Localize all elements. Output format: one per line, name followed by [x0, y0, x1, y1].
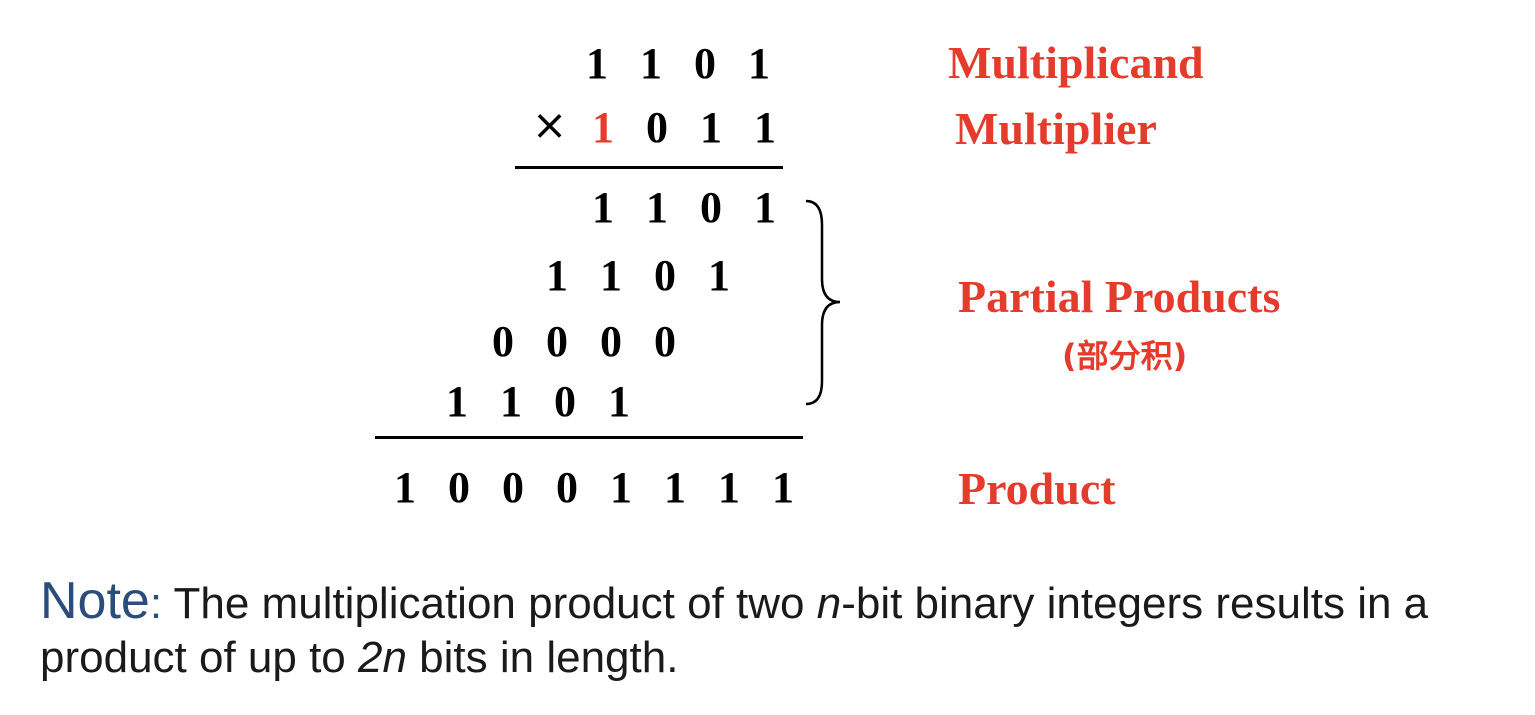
- product-digit: 1: [772, 463, 794, 512]
- partial-digit: 0: [492, 317, 514, 366]
- product-digit: 1: [718, 463, 740, 512]
- partial-digit: 1: [646, 183, 668, 232]
- product-digit: 1: [394, 463, 416, 512]
- partial-digit: 0: [546, 317, 568, 366]
- note-text: The multiplication product of two: [162, 579, 817, 628]
- partial-digit: 0: [600, 317, 622, 366]
- multiplicand-digit: 1: [748, 39, 770, 88]
- bottom-rule: [375, 436, 803, 439]
- partial-digit: 0: [654, 317, 676, 366]
- multiplier-digit-highlight: 1: [592, 103, 614, 152]
- partial-digit: 0: [700, 183, 722, 232]
- product-label: Product: [958, 463, 1116, 514]
- partial-products-label: Partial Products: [958, 271, 1281, 322]
- multiplicand-digit: 1: [640, 39, 662, 88]
- note-text: bits in length.: [406, 633, 679, 683]
- note-text: -bit binary integers results in a produc…: [40, 579, 1429, 683]
- multiplicand-digit: 1: [586, 39, 608, 88]
- partial-digit: 1: [546, 251, 568, 300]
- product-digit: 0: [502, 463, 524, 512]
- multiplier-digit: 1: [754, 103, 776, 152]
- product-digit: 1: [610, 463, 632, 512]
- multiplicand-label: Multiplicand: [948, 37, 1204, 88]
- right-brace-icon: [805, 199, 841, 406]
- partial-digit: 1: [600, 251, 622, 300]
- times-operator: ×: [532, 100, 568, 149]
- partial-digit: 0: [554, 377, 576, 426]
- note-2n: 2n: [358, 633, 407, 683]
- partial-digit: 1: [608, 377, 630, 426]
- multiplier-digit: 0: [646, 103, 668, 152]
- multiplier-label: Multiplier: [955, 103, 1157, 154]
- partial-digit: 1: [708, 251, 730, 300]
- multiplier-digit: 1: [700, 103, 722, 152]
- product-digit: 0: [556, 463, 578, 512]
- top-rule: [515, 166, 783, 169]
- note-colon: :: [149, 579, 163, 628]
- note-paragraph: Note: The multiplication product of two …: [40, 570, 1530, 685]
- product-digit: 1: [664, 463, 686, 512]
- partial-digit: 1: [500, 377, 522, 426]
- partial-digit: 1: [592, 183, 614, 232]
- note-heading: Note: [40, 572, 150, 630]
- multiplicand-digit: 0: [694, 39, 716, 88]
- partial-digit: 0: [654, 251, 676, 300]
- note-n: n: [816, 579, 842, 628]
- partial-digit: 1: [446, 377, 468, 426]
- partial-digit: 1: [754, 183, 776, 232]
- partial-products-cn-label: (部分积): [1062, 337, 1188, 375]
- product-digit: 0: [448, 463, 470, 512]
